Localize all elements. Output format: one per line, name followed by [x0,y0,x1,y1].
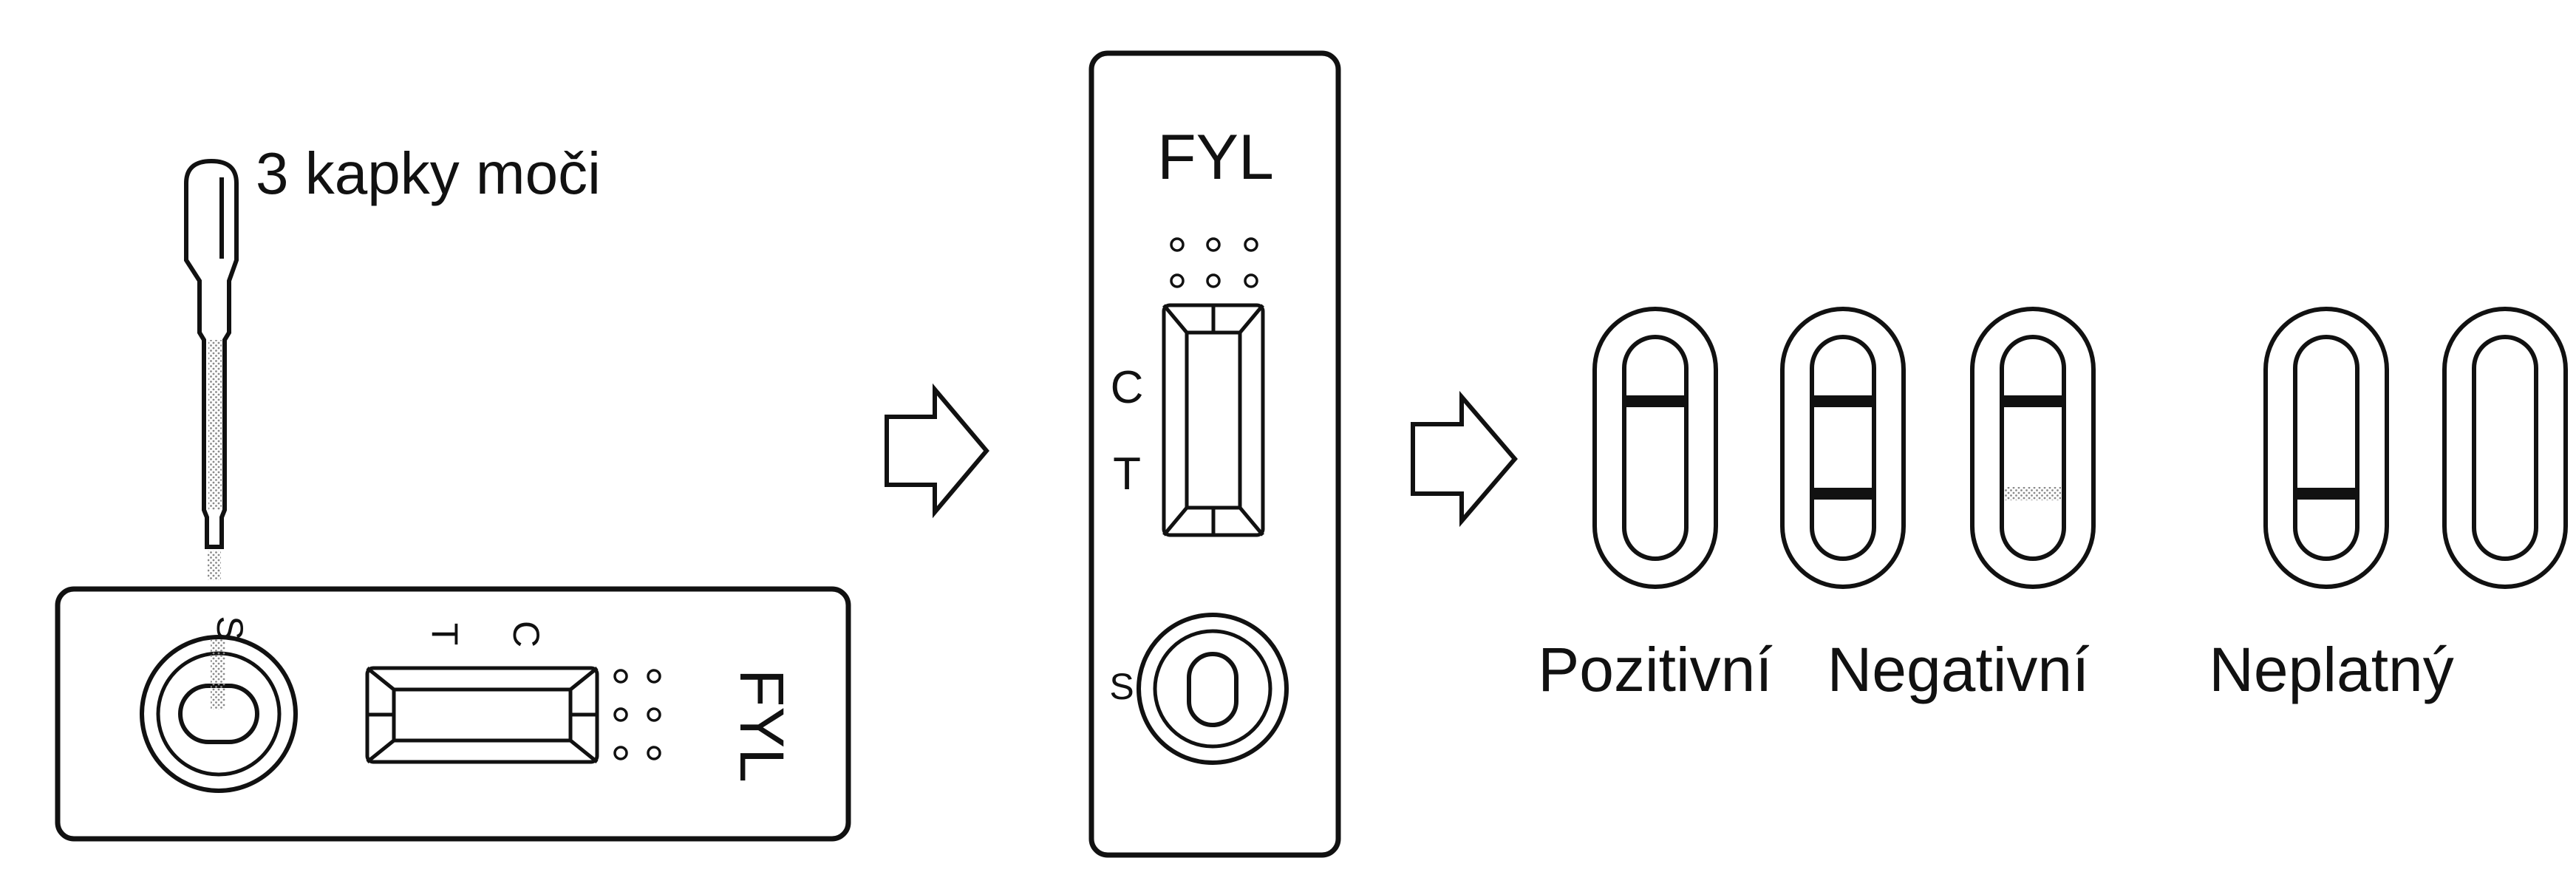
test-line [2295,488,2357,500]
result-window-strip [2000,335,2066,561]
cassette-vertical-dot-grid [1170,237,1258,288]
cassette-vertical-test-label: T [1113,449,1141,500]
result-label-positive: Pozitivní [1538,635,1772,704]
cassette-horizontal-control-label: C [505,621,547,647]
cassette-horizontal-sample-label: S [209,616,251,640]
result-window-strip [1622,335,1689,561]
result-window [2442,307,2568,589]
cassette-horizontal-body [55,586,851,842]
result-label-negative: Negativní [1827,635,2090,704]
result-window [2263,307,2389,589]
cassette-vertical-result-window [1162,303,1265,537]
cassette-vertical-control-label: C [1111,362,1144,413]
cassette-vertical-brand: FYL [1157,122,1274,193]
result-window-strip [1810,335,1876,561]
result-window-outline [2442,307,2568,589]
result-window [1970,307,2096,589]
test-line [1812,488,1874,500]
cassette-vertical-body [1088,50,1341,858]
control-line [1812,395,1874,407]
cassette-horizontal [55,586,851,842]
faint-test-line [2005,487,2061,500]
result-window [1592,307,1718,589]
cassette-vertical-sample-well [1137,613,1289,765]
result-window-outline [1780,307,1906,589]
control-line [1624,395,1686,407]
result-window-strip [2293,335,2359,561]
control-line [2002,395,2064,407]
cassette-vertical-sample-label: S [1109,666,1134,707]
instruction-label: 3 kapky moči [256,140,601,206]
arrow-right-icon [885,383,989,519]
cassette-horizontal-test-label: T [424,623,466,646]
cassette-horizontal-sample-well [140,635,298,793]
result-window [1780,307,1906,589]
cassette-vertical [1088,50,1341,858]
result-window-outline [2263,307,2389,589]
cassette-horizontal-result-window [365,666,599,764]
result-windows [1592,307,2568,589]
result-label-invalid: Neplatný [2209,635,2454,704]
result-window-outline [1592,307,1718,589]
dropper [184,158,239,580]
result-window-strip [2472,335,2538,561]
arrow-right-icon [1411,390,1518,528]
cassette-horizontal-brand: FYL [727,669,797,783]
result-window-outline [1970,307,2096,589]
cassette-horizontal-dot-grid [613,669,661,760]
